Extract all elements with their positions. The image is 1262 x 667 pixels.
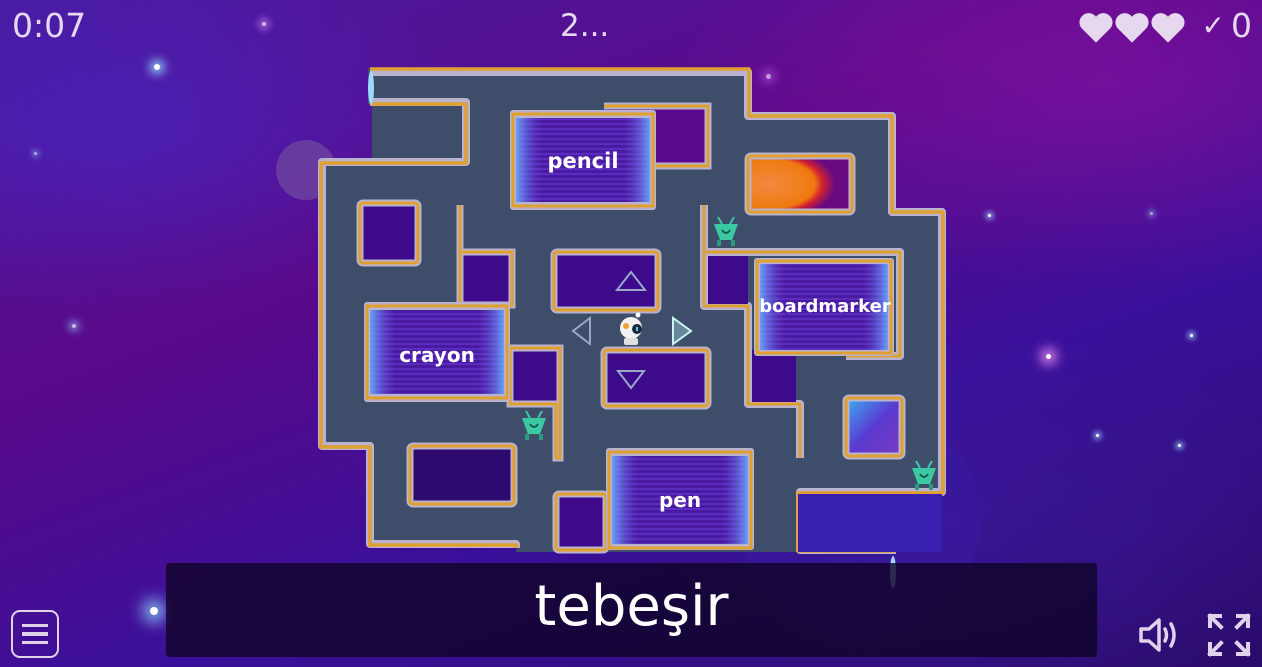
heart-icon [1115,13,1149,43]
lives [1078,12,1186,44]
star [766,74,771,79]
answer-box-pen[interactable]: pen [606,448,754,550]
answer-label: crayon [399,343,475,367]
star [1190,334,1193,337]
menu-button[interactable] [11,610,59,658]
arrow-up-icon[interactable] [614,270,648,291]
answer-label: boardmarker [759,296,891,317]
fullscreen-button[interactable] [1206,612,1252,658]
star [150,607,158,615]
star [72,324,76,328]
enemy-alien [522,410,546,440]
player-astronaut [620,312,642,345]
heart-icon [1151,13,1185,43]
star [1046,354,1051,359]
answer-label: pencil [547,149,618,173]
answer-box-crayon[interactable]: crayon [364,302,510,402]
round-indicator: 2... [560,8,610,44]
enemy-alien [714,216,738,246]
hamburger-menu-icon [22,640,48,645]
speaker-icon [1139,618,1176,652]
arrow-right-icon[interactable] [672,316,693,346]
timer: 0:07 [12,6,87,45]
star [34,152,37,155]
star [988,214,991,217]
star [1150,212,1153,215]
answer-box-boardmarker[interactable]: boardmarker [754,258,894,356]
star [1096,434,1099,437]
arrow-left-icon[interactable] [571,315,591,347]
portal-top-left [368,71,374,105]
star [262,22,266,26]
prompt-word: tebeşir [534,573,729,639]
score-value: 0 [1231,6,1252,45]
fullscreen-icon [1207,613,1251,657]
hamburger-menu-icon [22,632,48,636]
star [154,64,160,70]
enemy-alien [912,460,936,490]
answer-box-pencil[interactable]: pencil [510,110,656,210]
sound-button[interactable] [1137,615,1181,655]
arrow-down-icon[interactable] [615,370,647,390]
answer-label: pen [659,488,701,512]
star [1178,444,1181,447]
score: ✓ 0 [1202,6,1252,45]
heart-icon [1079,13,1113,43]
prompt-bar: tebeşir [166,563,1097,657]
hamburger-menu-icon [22,623,48,628]
checkmark-icon: ✓ [1201,9,1225,42]
